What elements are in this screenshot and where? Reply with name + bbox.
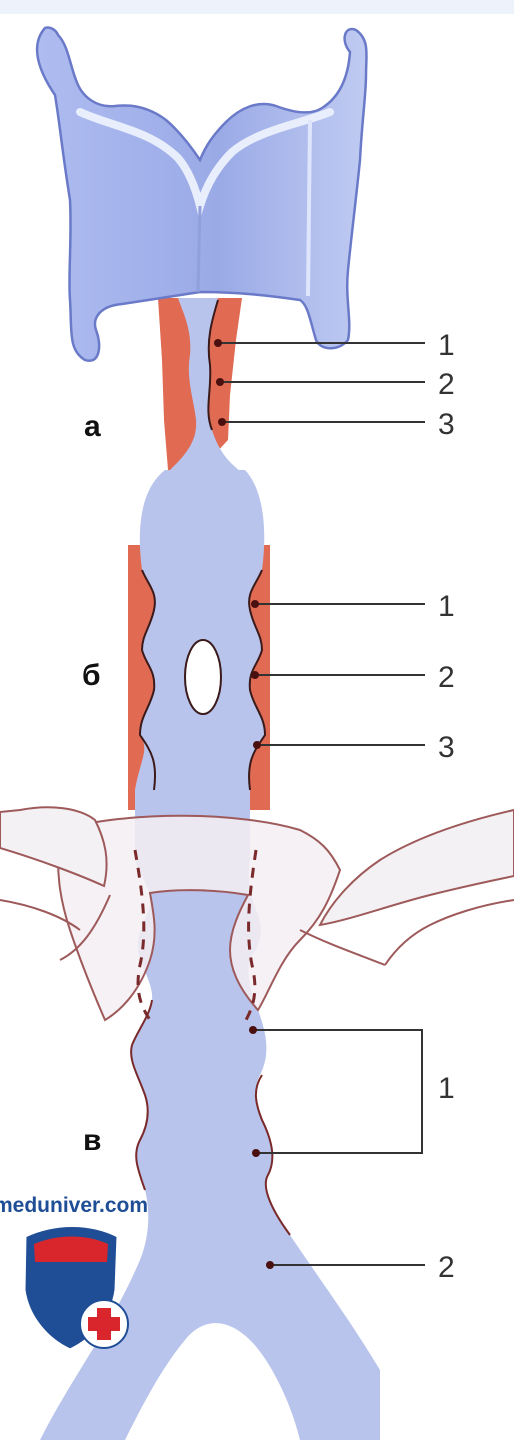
callout-a-1: 1 (438, 329, 455, 362)
watermark-text: meduniver.com (0, 1194, 148, 1217)
lumen-opening-oval (185, 640, 221, 714)
callout-a-3: 3 (438, 408, 455, 441)
callout-b-3: 3 (438, 731, 455, 764)
callout-b-2: 2 (438, 661, 455, 694)
watermark-shield-logo (24, 1226, 128, 1351)
top-strip (0, 0, 514, 14)
section-label-a: а (84, 410, 101, 443)
callout-b-1: 1 (438, 590, 455, 623)
callout-a-2: 2 (438, 368, 455, 401)
section-label-c: в (83, 1124, 101, 1157)
section-label-b: б (82, 659, 101, 692)
callout-c-1: 1 (438, 1072, 455, 1105)
callout-c-2: 2 (438, 1251, 455, 1284)
diaphragm (0, 807, 514, 1020)
